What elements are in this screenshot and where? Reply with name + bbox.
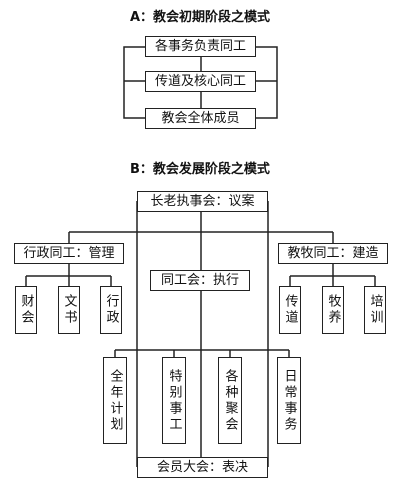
box-daily-affairs: 日常事务 <box>277 357 301 444</box>
box-pastor-core-workers: 传道及核心同工 <box>145 71 256 92</box>
box-special-ministry-label: 特别事工 <box>166 368 182 433</box>
box-training-label: 培训 <box>367 294 383 326</box>
box-daily-affairs-label: 日常事务 <box>281 368 297 433</box>
box-finance: 财会 <box>15 286 37 334</box>
box-pastoral-workers: 教牧同工：建造 <box>278 243 388 264</box>
box-clerical: 文书 <box>58 286 80 334</box>
box-members-assembly: 会员大会：表决 <box>137 457 268 478</box>
box-finance-label: 财会 <box>18 294 34 326</box>
box-various-gatherings-label: 各种聚会 <box>222 368 238 433</box>
box-various-gatherings: 各种聚会 <box>218 357 242 444</box>
box-training: 培训 <box>364 286 386 334</box>
box-preaching-label: 传道 <box>282 294 298 326</box>
box-annual-plan: 全年计划 <box>103 357 127 444</box>
box-preaching: 传道 <box>279 286 301 334</box>
box-admin-workers: 行政同工：管理 <box>14 243 124 264</box>
box-elders-deacons: 长老执事会：议案 <box>137 191 268 212</box>
box-task-workers: 各事务负责同工 <box>145 36 256 57</box>
box-workers-meeting: 同工会：执行 <box>150 270 250 291</box>
box-shepherding: 牧养 <box>322 286 344 334</box>
section-b-title: B：教会发展阶段之模式 <box>130 162 270 177</box>
box-clerical-label: 文书 <box>61 294 77 326</box>
box-special-ministry: 特别事工 <box>162 357 186 444</box>
box-administration: 行政 <box>100 286 122 334</box>
box-shepherding-label: 牧养 <box>325 294 341 326</box>
box-annual-plan-label: 全年计划 <box>107 368 123 433</box>
box-all-members: 教会全体成员 <box>145 108 256 129</box>
box-administration-label: 行政 <box>103 294 119 326</box>
section-a-title: A：教会初期阶段之模式 <box>130 10 271 25</box>
